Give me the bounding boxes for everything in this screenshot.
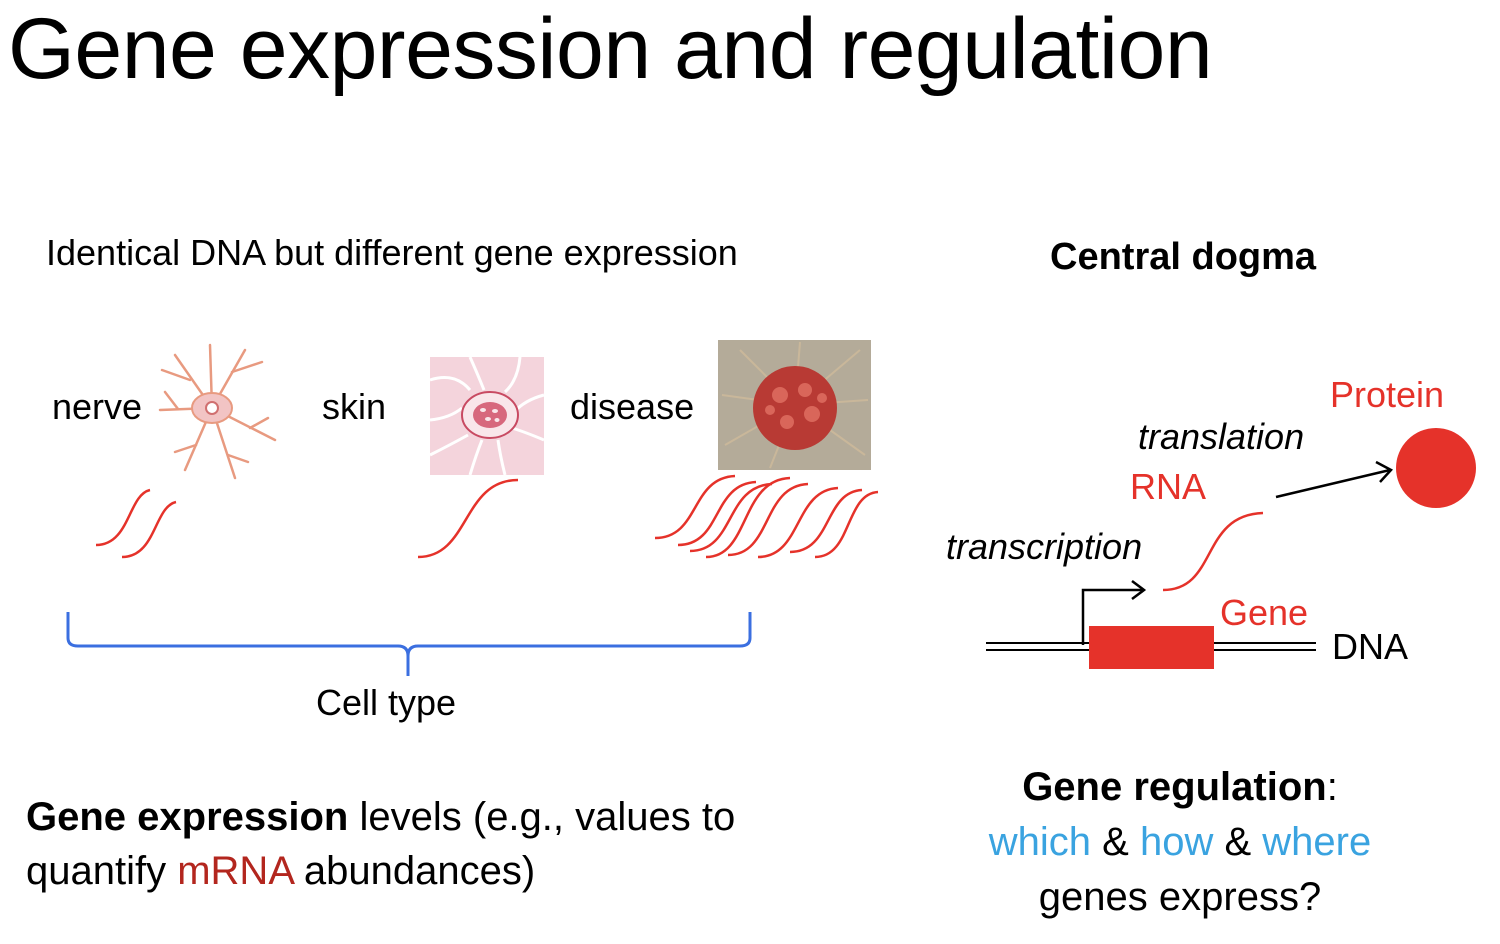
mrna-squiggle: [727, 482, 809, 557]
mrna-squiggle: [689, 482, 773, 553]
transcription-label: transcription: [946, 526, 1143, 567]
mrna-squiggle: [417, 478, 519, 559]
gene-expression-term: Gene expression: [26, 795, 349, 839]
mrna-group-disease: [654, 474, 879, 559]
translation-label: translation: [1138, 416, 1305, 457]
mrna-squiggle: [677, 480, 757, 547]
mrna-squiggle: [757, 486, 839, 559]
gene-label: Gene: [1220, 592, 1309, 633]
mrna-squiggle: [814, 490, 879, 559]
central-dogma-title: Central dogma: [1050, 236, 1317, 278]
rna-squiggle: [1162, 511, 1264, 592]
skin-label: skin: [322, 386, 387, 427]
mrna-group-skin: [417, 478, 519, 559]
expression-line-1: Gene expression levels (e.g., values to: [26, 790, 735, 844]
protein-label: Protein: [1330, 374, 1445, 415]
disease-label: disease: [570, 386, 695, 427]
nerve-cell-image: [158, 343, 277, 480]
skin-cell-image: [429, 356, 545, 476]
gene-regulation-term: Gene regulation: [1022, 765, 1327, 809]
nerve-label: nerve: [52, 386, 143, 427]
gene-box: [1089, 626, 1214, 669]
cell-panel-subtitle: Identical DNA but different gene express…: [46, 232, 738, 273]
expression-text-3: abundances): [292, 849, 536, 893]
cell-type-brace: [66, 612, 752, 676]
regulation-line-1: Gene regulation:: [950, 760, 1410, 815]
expression-text-1: levels (e.g., values to: [348, 795, 736, 839]
translation-arrow: [1275, 460, 1394, 499]
rna-label: RNA: [1130, 466, 1207, 507]
cell-type-label: Cell type: [316, 682, 457, 723]
gene-expression-statement: Gene expression levels (e.g., values to …: [26, 790, 735, 898]
regulation-line-2: which & how & where: [950, 815, 1410, 870]
which-term: which: [988, 820, 1092, 864]
mrna-term: mRNA: [177, 849, 293, 893]
slide-title: Gene expression and regulation: [8, 1, 1213, 97]
mrna-group-nerve: [95, 488, 177, 559]
mrna-squiggle: [654, 474, 736, 540]
gene-regulation-question: Gene regulation: which & how & where gen…: [950, 760, 1410, 925]
dna-label: DNA: [1332, 626, 1409, 667]
regulation-colon: :: [1326, 765, 1338, 809]
how-term: how: [1139, 820, 1214, 864]
expression-line-2: quantify mRNA abundances): [26, 844, 735, 898]
mrna-squiggle: [705, 476, 791, 559]
mrna-squiggle: [121, 500, 177, 559]
disease-cell-image: [718, 340, 871, 470]
promoter-arrow: [1081, 580, 1147, 645]
protein-circle: [1396, 428, 1476, 508]
where-term: where: [1262, 820, 1372, 864]
amp-1: &: [1091, 820, 1140, 864]
amp-2: &: [1213, 820, 1263, 864]
expression-text-2: quantify: [26, 849, 178, 893]
regulation-line-3: genes express?: [1038, 875, 1322, 919]
mrna-squiggle: [789, 488, 863, 554]
mrna-squiggle: [95, 488, 151, 547]
